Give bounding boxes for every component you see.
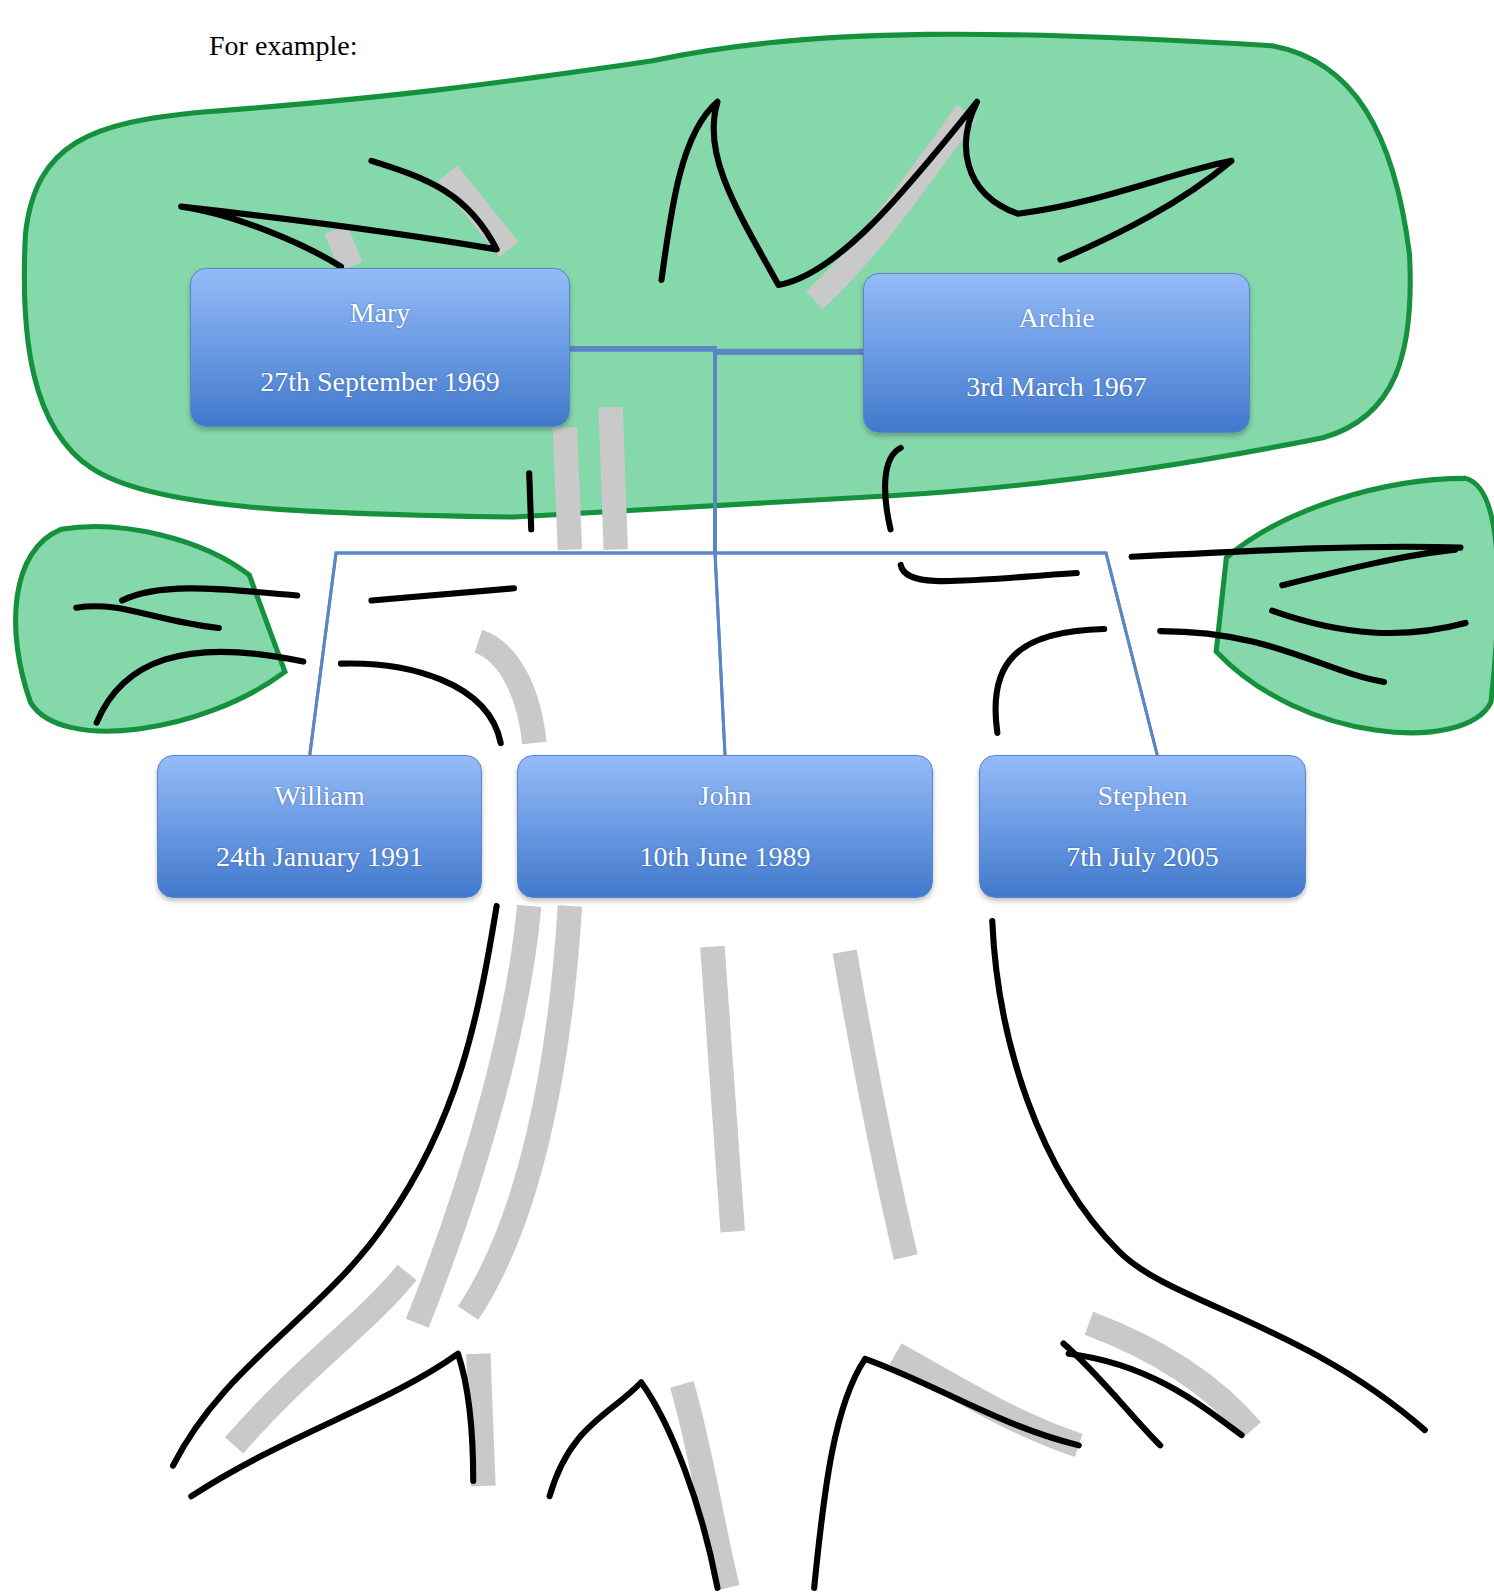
shade [478, 641, 534, 743]
shade [896, 1354, 1079, 1446]
branch [1160, 631, 1384, 682]
person-name: Mary [350, 297, 411, 329]
birth-date: 24th January 1991 [216, 841, 423, 873]
shade [1089, 1323, 1252, 1430]
shade [448, 173, 509, 249]
shade [336, 229, 351, 267]
birth-date: 3rd March 1967 [966, 371, 1146, 403]
shade [565, 428, 570, 550]
trunk [173, 906, 497, 1466]
branch [995, 629, 1104, 733]
person-name: William [274, 780, 365, 812]
family-connector [715, 353, 863, 755]
person-name: Archie [1018, 302, 1094, 334]
tree-outline [76, 102, 1465, 1588]
shade [712, 947, 732, 1232]
root [1069, 1354, 1242, 1435]
branch [901, 565, 1077, 581]
canopy-right [1216, 478, 1494, 732]
person-box: Archie 3rd March 1967 [863, 273, 1250, 433]
branch [181, 161, 496, 267]
root [191, 1354, 473, 1497]
branch [341, 664, 501, 744]
shade [611, 407, 616, 550]
trunk [992, 921, 1425, 1430]
birth-date: 27th September 1969 [260, 366, 500, 398]
person-name: John [699, 780, 752, 812]
birth-date: 10th June 1989 [639, 841, 810, 873]
branch [122, 588, 297, 600]
root [550, 1382, 718, 1588]
branch [76, 606, 218, 628]
birth-date: 7th July 2005 [1066, 841, 1218, 873]
branch [371, 588, 513, 600]
shade [417, 906, 529, 1323]
canopy [16, 34, 1494, 733]
person-box: John 10th June 1989 [517, 755, 933, 898]
person-box: William 24th January 1991 [157, 755, 482, 898]
branch [529, 473, 531, 529]
canopy-left [16, 527, 285, 732]
root [814, 1359, 1079, 1588]
person-name: Stephen [1097, 780, 1187, 812]
family-connector [570, 348, 725, 756]
branch [1272, 611, 1465, 633]
canopy-main [24, 34, 1410, 517]
branch [885, 448, 901, 529]
branch [662, 102, 1232, 285]
shade [478, 1354, 483, 1486]
branch [97, 652, 304, 723]
family-connector [570, 349, 863, 352]
branch [1282, 550, 1455, 586]
root [1064, 1344, 1161, 1446]
person-box: Mary 27th September 1969 [190, 268, 570, 427]
shade [845, 952, 906, 1257]
intro-label: For example: [209, 30, 358, 62]
person-box: Stephen 7th July 2005 [979, 755, 1306, 898]
